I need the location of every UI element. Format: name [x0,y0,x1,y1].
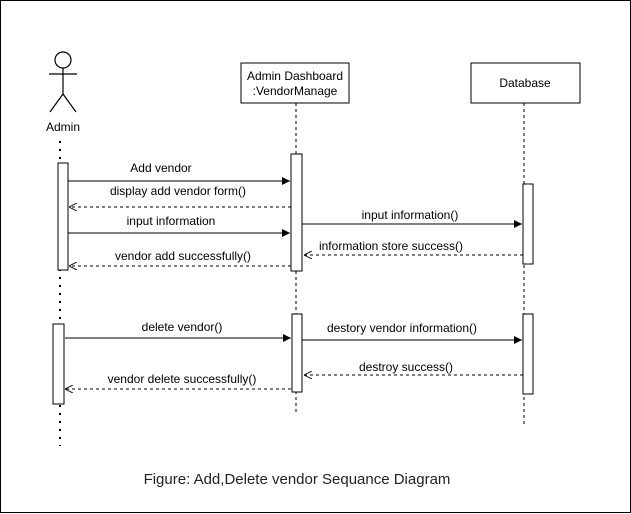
message-delete-vendor: delete vendor() [65,320,291,342]
message-destroy-success: destroy success() [304,360,523,375]
figure-caption: Figure: Add,Delete vendor Sequance Diagr… [144,471,451,488]
dashboard-label-line1: Admin Dashboard [247,69,343,83]
svg-text:vendor delete successfully(): vendor delete successfully() [108,372,257,386]
actor-label: Admin [46,120,80,134]
actor-admin: Admin [46,51,80,134]
participant-dashboard: Admin Dashboard :VendorManage [240,62,350,104]
svg-text:input information: input information [127,214,216,228]
svg-text:destroy success(): destroy success() [359,360,453,374]
activation-actor-2 [52,323,65,405]
message-vendor-delete-successfully: vendor delete successfully() [65,372,291,389]
message-input-information-db: input information() [302,208,522,228]
activation-actor-1 [57,162,69,271]
message-information-store-success: information store success() [304,239,523,255]
participant-database: Database [470,62,581,104]
message-input-information: input information [68,214,290,237]
dashboard-label-line2: :VendorManage [253,84,338,98]
svg-text:destory vendor information(): destory vendor information() [327,321,477,335]
message-display-add-vendor-form: display add vendor form() [69,184,291,207]
svg-text:information store success(): information store success() [319,239,463,253]
svg-text:display add vendor form(): display add vendor form() [110,184,246,198]
stick-figure-icon [49,51,77,113]
svg-text:delete vendor(): delete vendor() [142,320,223,334]
svg-text:input information(): input information() [362,208,459,222]
activation-dashboard-2 [291,313,303,393]
message-add-vendor: Add vendor [68,161,290,185]
svg-text:Add vendor: Add vendor [130,161,191,175]
activation-database-2 [522,313,534,395]
activation-database-1 [522,183,534,265]
message-destory-vendor-information: destory vendor information() [302,321,522,344]
database-label: Database [499,76,551,90]
svg-text:vendor add successfully(): vendor add successfully() [115,249,251,263]
activation-dashboard-1 [290,153,303,272]
message-vendor-add-successfully: vendor add successfully() [69,249,291,266]
